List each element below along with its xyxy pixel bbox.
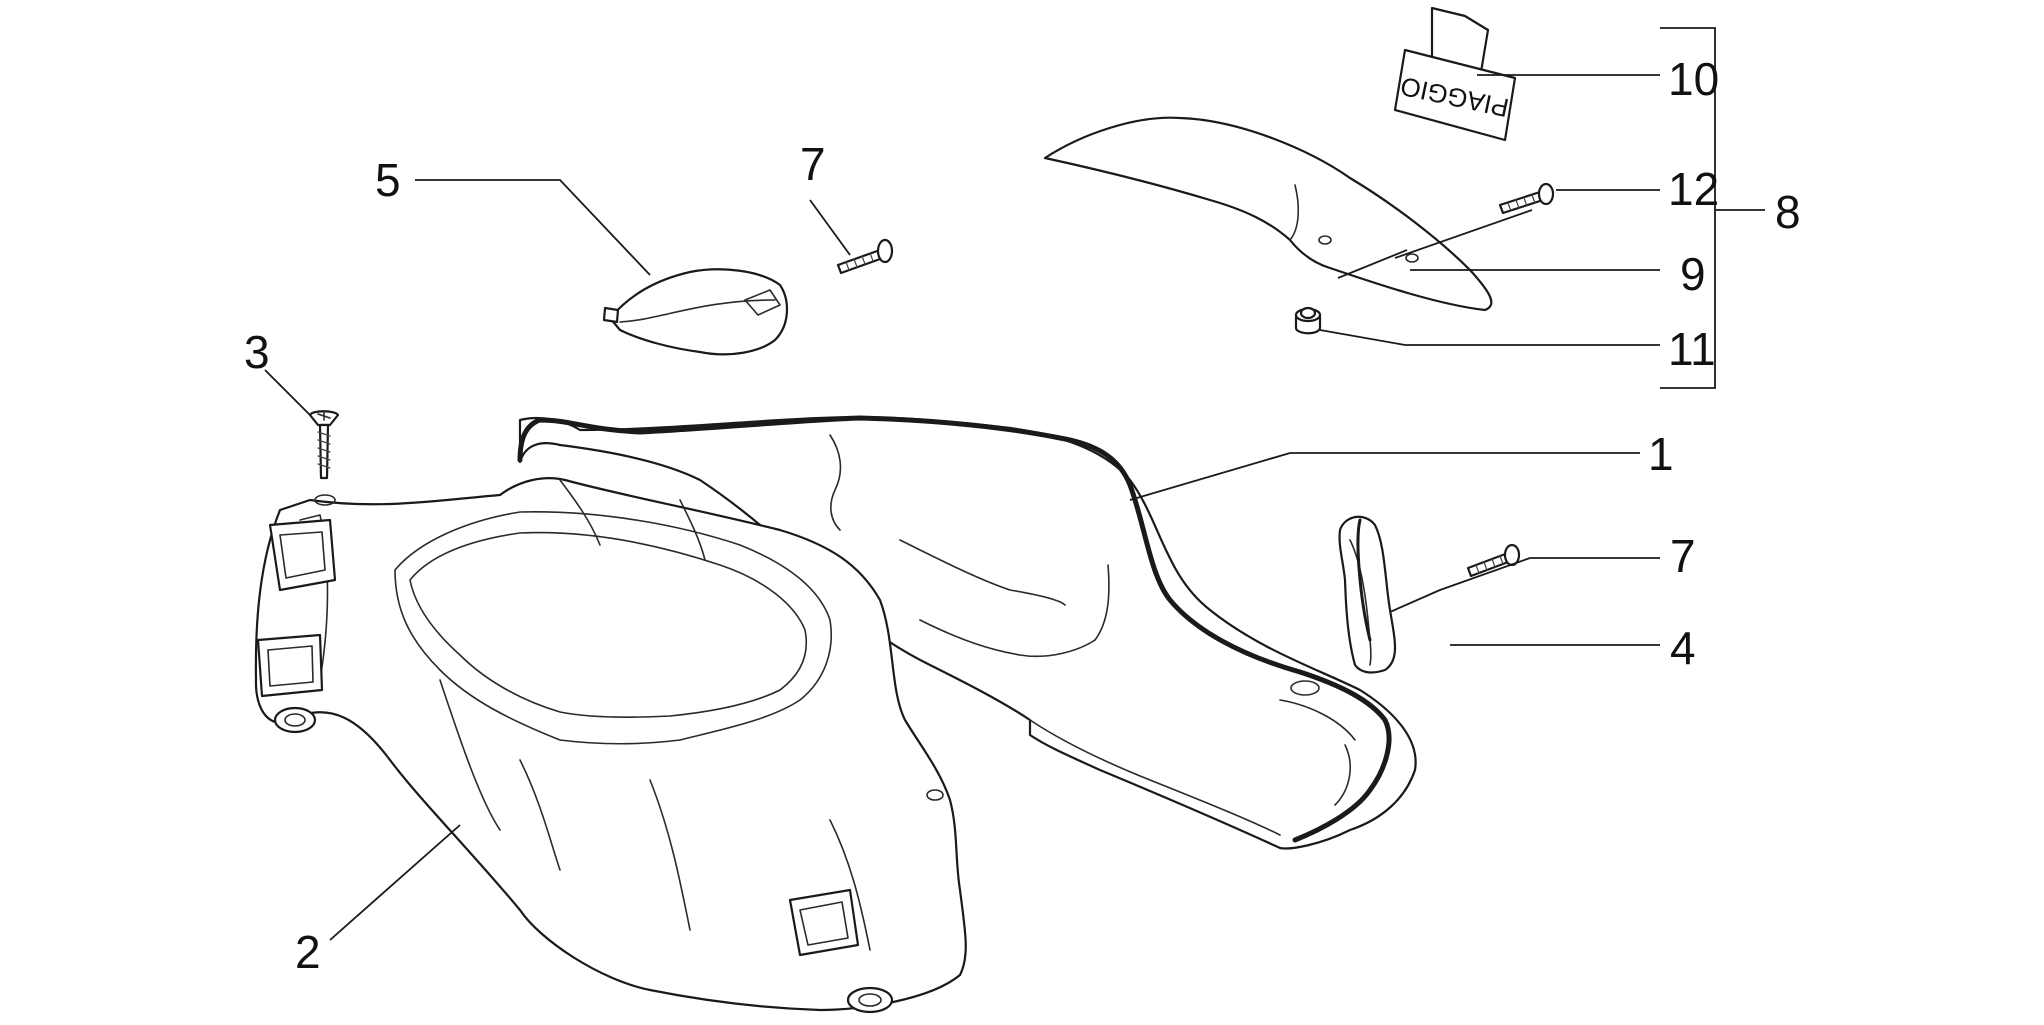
callout-9: 9 bbox=[1680, 248, 1706, 300]
callout-11: 11 bbox=[1668, 323, 1716, 375]
callout-10: 10 bbox=[1668, 53, 1719, 105]
part-12-screw bbox=[1498, 182, 1555, 215]
callout-8: 8 bbox=[1775, 186, 1801, 238]
part-2-front-cover bbox=[254, 477, 967, 1014]
callout-7-right: 7 bbox=[1670, 530, 1696, 582]
callout-4: 4 bbox=[1670, 622, 1696, 674]
callout-2: 2 bbox=[295, 926, 321, 978]
callout-3: 3 bbox=[244, 326, 270, 378]
part-7-screw-top bbox=[836, 238, 894, 275]
callout-7-top: 7 bbox=[800, 138, 826, 190]
leader-lines bbox=[264, 27, 1765, 941]
part-10-decal: PIAGGIO bbox=[1393, 6, 1517, 142]
callout-labels: 10 12 8 9 11 1 7 4 5 7 3 2 bbox=[244, 53, 1801, 978]
callout-1: 1 bbox=[1648, 428, 1674, 480]
part-9-rear-cover bbox=[1043, 116, 1493, 312]
part-11-nut bbox=[1294, 306, 1322, 335]
callout-12: 12 bbox=[1668, 163, 1719, 215]
part-5-cover bbox=[602, 268, 789, 356]
part-4-bracket bbox=[1338, 515, 1397, 674]
part-3-screw bbox=[308, 410, 340, 480]
callout-5: 5 bbox=[375, 154, 401, 206]
